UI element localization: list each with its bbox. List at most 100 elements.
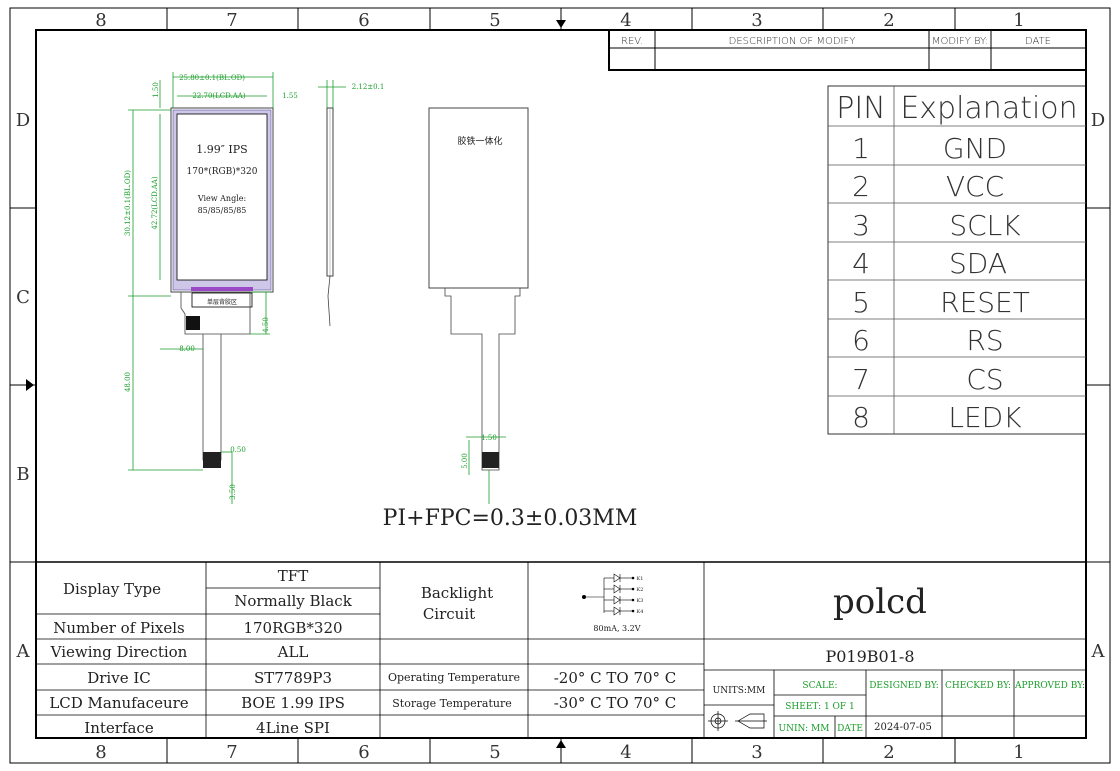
display-mode-value: Normally Black: [234, 592, 352, 610]
col-label: 7: [226, 10, 237, 31]
backlight-circuit: K1 K2 K3 K4 80mA, 3.2V: [582, 573, 644, 633]
pixels-value: 170RGB*320: [243, 619, 342, 637]
lcd-manufacture-value: BOE 1.99 IPS: [241, 694, 345, 712]
back-gold-fingers: [482, 452, 499, 468]
pin-name: RS: [966, 324, 1003, 357]
pin-table: PIN Explanation 1 GND 2 VCC 3 SCLK 4 SDA…: [827, 85, 1087, 435]
dim-pin-length: 3.50: [229, 484, 237, 500]
stiffener-pad: [186, 316, 200, 330]
dim-top-right: 1.55: [282, 92, 298, 100]
center-mark-left: [26, 379, 34, 391]
dim-fpc-right: 4.50: [262, 317, 270, 333]
designed-by-label: DESIGNED BY:: [869, 681, 939, 691]
pin-name: VCC: [946, 170, 1004, 203]
view-angle-value: 85/85/85/85: [198, 206, 247, 215]
view-angle-label: View Angle:: [197, 194, 246, 203]
dim-left-top: 1.50: [152, 82, 160, 98]
projection-symbol-icon: [708, 711, 767, 731]
pin-number: 4: [852, 247, 870, 280]
pin-header: PIN: [836, 91, 885, 126]
units-label: UNITS:MM: [713, 686, 766, 696]
resolution-label: 170*(RGB)*320: [187, 166, 258, 177]
revision-block: REV. DESCRIPTION OF MODIFY MODIFY BY: DA…: [608, 29, 1087, 71]
row-label: C: [16, 287, 30, 308]
modify-by-header: MODIFY BY:: [932, 36, 988, 47]
led-k4: K4: [637, 609, 644, 615]
col-label: 6: [358, 742, 369, 763]
spec-table: Display Type TFT Normally Black Number o…: [36, 561, 1086, 738]
col-label: 5: [489, 10, 500, 31]
pin-name: RESET: [940, 286, 1030, 319]
dim-back-height: 5.00: [461, 453, 469, 469]
col-label: 1: [1013, 742, 1024, 763]
dim-fpc-length: 48.00: [124, 372, 132, 392]
scale-label: SCALE:: [802, 681, 837, 691]
display-type-label: Display Type: [63, 580, 161, 598]
rev-header: REV.: [621, 36, 643, 47]
pi-fpc-thickness: PI+FPC=0.3±0.03MM: [383, 506, 638, 531]
dim-left-inner: 42.72(LCD.AA): [151, 176, 159, 229]
sheet-label: SHEET: 1 OF 1: [785, 702, 855, 712]
pin-name: LEDK: [948, 401, 1022, 434]
row-label: B: [16, 464, 29, 485]
col-label: 7: [226, 742, 237, 763]
col-label: 6: [358, 10, 369, 31]
column-labels: 8 7 6 5 4 3 2 1 8 7 6 5 4 3 2 1: [95, 10, 1024, 763]
lcd-manufacture-label: LCD Manufaceure: [49, 694, 188, 712]
part-number: P019B01-8: [825, 647, 914, 666]
pin-number: 3: [852, 209, 870, 242]
pixels-label: Number of Pixels: [53, 619, 185, 637]
col-label: 8: [95, 742, 106, 763]
dim-top-outer: 25.80±0.1(BL.OD): [179, 74, 245, 82]
backlight-label: Backlight: [421, 584, 493, 602]
date-value: 2024-07-05: [874, 722, 932, 733]
col-label: 3: [751, 10, 762, 31]
description-header: DESCRIPTION OF MODIFY: [729, 36, 856, 47]
pin-name: SCLK: [949, 209, 1021, 242]
unin-label: UNIN: MM: [779, 724, 830, 734]
col-label: 2: [883, 742, 894, 763]
row-labels: D C B A D A: [16, 110, 1106, 662]
title-block: polcd P019B01-8 UNITS:MM SCALE: DESIGNED…: [704, 582, 1086, 738]
backlight-spec: 80mA, 3.2V: [593, 624, 640, 633]
op-temp-label: Operating Temperature: [388, 671, 520, 684]
led-k1: K1: [637, 576, 644, 582]
col-label: 3: [751, 742, 762, 763]
pin-name: SDA: [949, 247, 1007, 280]
fpc-adhesive-label: 单层背胶区: [207, 298, 237, 306]
dim-pitch: 0.50: [230, 446, 246, 454]
pin-number: 5: [852, 286, 870, 319]
led-k3: K3: [637, 598, 644, 604]
fpc-gold-fingers: [203, 452, 221, 468]
col-label: 1: [1013, 10, 1024, 31]
back-label: 胶铁一体化: [457, 135, 502, 147]
explanation-header: Explanation: [900, 91, 1077, 126]
approved-by-label: APPROVED BY:: [1014, 681, 1085, 691]
viewing-value: ALL: [277, 643, 309, 661]
dim-fpc-width: 8.00: [179, 345, 195, 353]
col-label: 4: [620, 10, 631, 31]
row-label: A: [1091, 641, 1106, 662]
pin-name: CS: [966, 363, 1003, 396]
col-label: 8: [95, 10, 106, 31]
col-label: 5: [489, 742, 500, 763]
ic-strip: [191, 287, 253, 291]
dim-thickness: 2.12±0.1: [352, 83, 385, 91]
center-mark-top: [556, 20, 566, 28]
side-view: 2.12±0.1: [318, 80, 385, 327]
company-name: polcd: [833, 582, 927, 622]
row-label: D: [16, 110, 30, 131]
row-label: A: [16, 641, 31, 662]
pin-number: 7: [852, 363, 870, 396]
pin-number: 6: [852, 324, 870, 357]
op-temp-value: -20° C TO 70° C: [554, 669, 677, 687]
pin-number: 2: [852, 170, 870, 203]
col-label: 4: [620, 742, 631, 763]
display-type-value: TFT: [278, 567, 308, 585]
interface-label: Interface: [84, 719, 154, 737]
row-label: D: [1091, 110, 1105, 131]
dim-top-inner: 22.70(LCD.AA): [192, 92, 245, 100]
pin-name: GND: [943, 132, 1007, 165]
date-header: DATE: [1025, 36, 1051, 47]
dim-back-width: 1.50: [481, 434, 497, 442]
